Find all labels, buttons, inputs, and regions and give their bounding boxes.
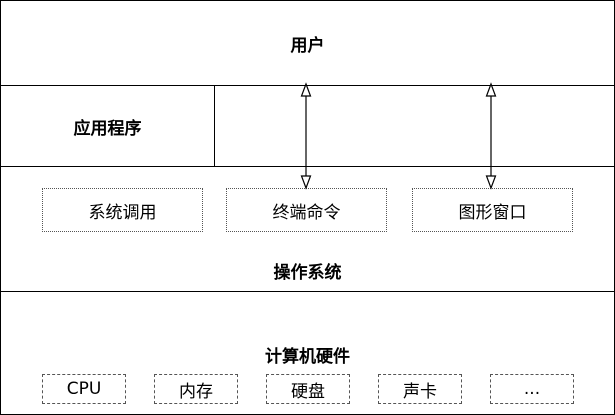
arrow-gui-user: [485, 82, 497, 190]
hw-component-disk: 硬盘: [266, 374, 350, 404]
os-layer-label: 操作系统: [273, 262, 342, 283]
hw-component-memory: 内存: [154, 374, 238, 404]
hardware-layer-label: 计算机硬件: [265, 346, 350, 367]
hw-component-soundcard: 声卡: [378, 374, 462, 404]
os-component-gui: 图形窗口: [412, 188, 573, 232]
hw-component-more: ...: [490, 374, 574, 404]
apps-empty-region: [214, 85, 615, 167]
hw-component-cpu: CPU: [42, 374, 126, 404]
apps-layer: [0, 85, 215, 167]
os-component-terminal: 终端命令: [226, 188, 387, 232]
apps-layer-label: 应用程序: [73, 118, 142, 139]
os-component-syscall: 系统调用: [42, 188, 203, 232]
arrow-terminal-user: [300, 82, 312, 190]
user-layer: [0, 0, 615, 86]
user-layer-label: 用户: [290, 35, 325, 56]
